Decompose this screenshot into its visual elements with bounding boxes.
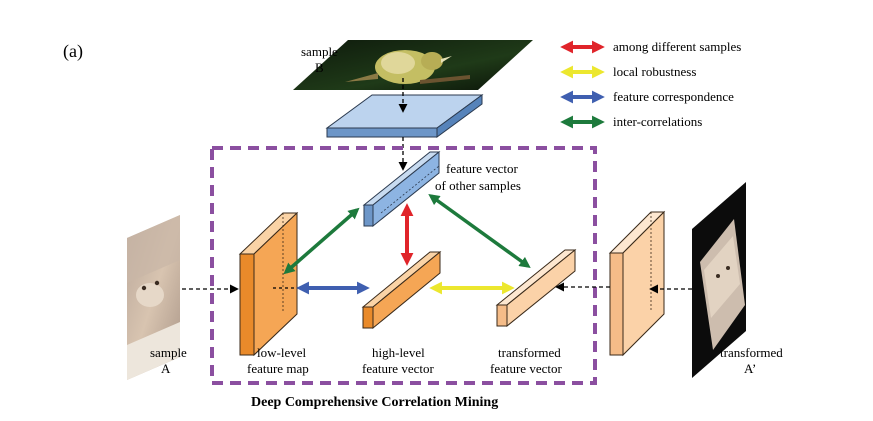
- legend-label-green: inter-correlations: [613, 114, 702, 129]
- sample-b-label-line2: B: [315, 60, 324, 75]
- other-samples-label-line2: of other samples: [435, 178, 521, 193]
- sample-a-image: [127, 215, 180, 380]
- legend: among different samples local robustness…: [560, 39, 741, 129]
- sample-a-label-line2: A: [161, 361, 171, 376]
- panel-label: (a): [63, 41, 83, 62]
- transformed-feature-vector: [495, 248, 577, 328]
- mining-frame: [210, 146, 597, 385]
- high-level-feature-vector: [361, 250, 442, 330]
- sample-b-label-line1: sample: [301, 44, 338, 59]
- legend-label-red: among different samples: [613, 39, 741, 54]
- transformed-a-image: [692, 182, 746, 378]
- legend-label-blue: feature correspondence: [613, 89, 734, 104]
- top-feature-slab: [325, 94, 484, 138]
- low-level-label-line2: feature map: [247, 361, 309, 376]
- other-samples-label-line1: feature vector: [446, 161, 518, 176]
- other-samples-vector: [362, 150, 441, 228]
- transformed-a-label-line2: A’: [744, 361, 756, 376]
- arrow-green-inter-left: [283, 207, 360, 275]
- low-level-feature-map: [238, 211, 299, 357]
- high-level-label-line2: feature vector: [362, 361, 434, 376]
- transformed-a-label-line1: transformed: [720, 345, 783, 360]
- high-level-label-line1: high-level: [372, 345, 425, 360]
- arrow-green-inter-right: [428, 194, 531, 268]
- legend-label-yellow: local robustness: [613, 64, 696, 79]
- transformed-feature-map: [608, 210, 666, 357]
- sample-b-image: [293, 40, 533, 90]
- sample-a-label-line1: sample: [150, 345, 187, 360]
- transformed-vec-label-line1: transformed: [498, 345, 561, 360]
- diagram-title: Deep Comprehensive Correlation Mining: [251, 395, 498, 410]
- transformed-vec-label-line2: feature vector: [490, 361, 562, 376]
- low-level-label-line1: low-level: [257, 345, 306, 360]
